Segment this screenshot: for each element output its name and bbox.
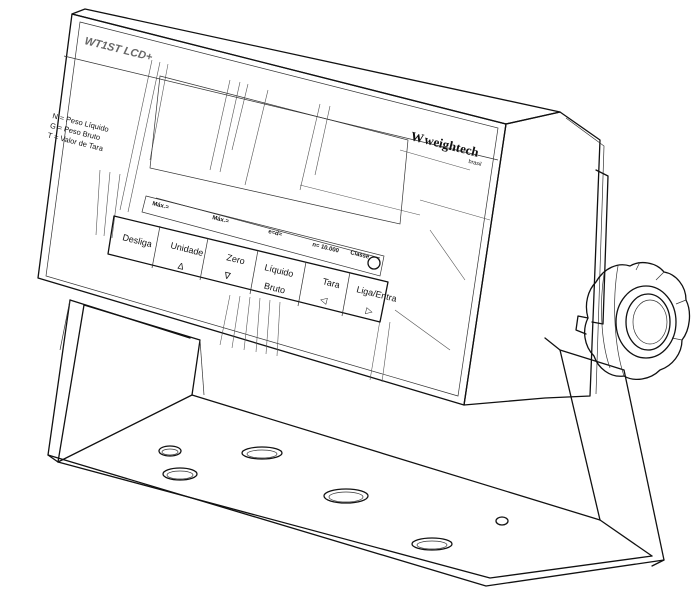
mounting-hole-icon	[241, 446, 283, 460]
mounting-holes	[158, 445, 509, 551]
unidade-label: Unidade	[170, 240, 205, 258]
scale-division: e=d=	[268, 229, 284, 238]
mounting-hole-icon	[411, 537, 453, 551]
left-triangle-icon: ◁	[319, 294, 328, 305]
down-triangle-icon: ∇	[222, 270, 232, 282]
indicator-housing	[37, 8, 609, 406]
liquido-bruto-button[interactable]: Líquido Bruto	[259, 262, 295, 296]
accuracy-class: Classe	[350, 250, 371, 261]
liga-entra-button[interactable]: Liga/Entra ▷	[351, 284, 398, 321]
right-triangle-icon: ▷	[365, 305, 374, 316]
display-window	[149, 75, 409, 225]
max-capacity-1: Máx.=	[152, 201, 170, 211]
mounting-hole-icon	[162, 467, 198, 481]
w-monogram-logo: W	[409, 128, 425, 146]
liquido-label: Líquido	[264, 262, 295, 279]
zero-button[interactable]: Zero ∇	[221, 252, 246, 284]
class-circle-icon	[367, 256, 381, 270]
model-label: WT1ST LCD+	[83, 35, 154, 64]
liga-entra-label: Liga/Entra	[356, 284, 398, 304]
keypad	[107, 215, 389, 323]
mounting-hole-icon	[495, 516, 509, 526]
mounting-hole-icon	[158, 445, 182, 457]
up-triangle-icon: Δ	[177, 261, 185, 272]
brand: W weightech brasil	[409, 128, 482, 168]
tara-button[interactable]: Tara ◁	[317, 276, 341, 307]
desliga-button[interactable]: Desliga	[122, 232, 154, 249]
brand-name: weightech	[423, 132, 481, 160]
desliga-label: Desliga	[122, 232, 154, 249]
tara-label: Tara	[322, 276, 341, 290]
mounting-hole-icon	[323, 488, 369, 504]
brand-sub: brasil	[468, 159, 482, 168]
weight-legend: N = Peso Líquido G = Peso Bruto T = Valo…	[47, 111, 110, 153]
mounting-bracket	[47, 299, 665, 587]
max-capacity-2: Máx.=	[212, 215, 230, 225]
zero-label: Zero	[226, 252, 246, 266]
faceplate-hatching	[95, 59, 491, 383]
mounting-knob-icon[interactable]	[575, 261, 691, 381]
